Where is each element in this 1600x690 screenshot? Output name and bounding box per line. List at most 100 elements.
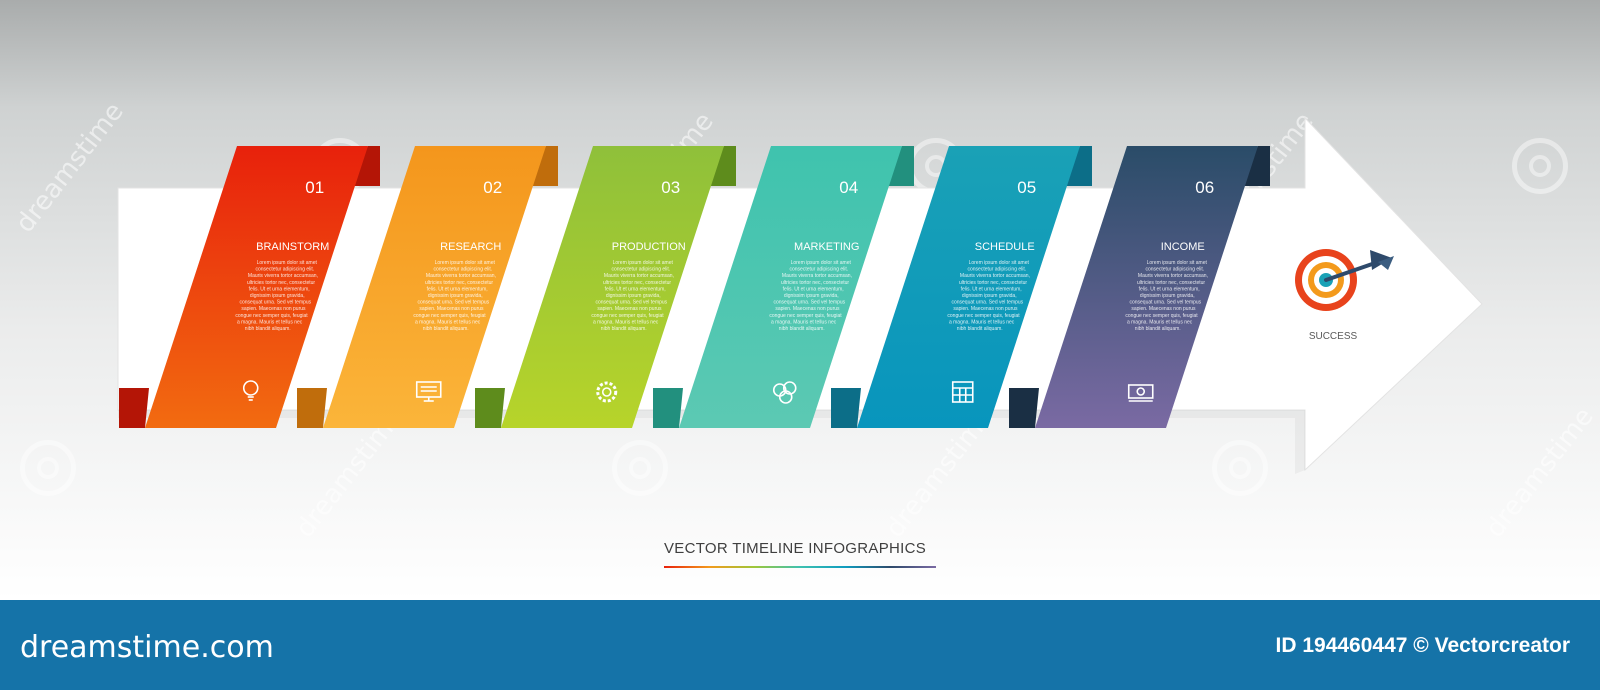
brand-logo: dreamstime.com [20, 630, 274, 665]
step-description-line: ultricies tortor nec, consectetur [603, 280, 671, 286]
step-number: 05 [1017, 178, 1036, 197]
step-description-line: Lorem ipsum dolor sit amet [969, 260, 1030, 266]
step-fold-bottom [1009, 388, 1039, 428]
step-fold-bottom [119, 388, 149, 428]
step-panel [1035, 146, 1258, 428]
step-description-line: consequat urna. Sed vel tempus [417, 300, 489, 306]
step-number: 03 [661, 178, 680, 197]
step-description-line: Mauris viverra tortor accumsan, [1138, 273, 1208, 279]
step-description-line: felis. Ut et urna elementum, [1139, 286, 1200, 292]
step-description-line: Mauris viverra tortor accumsan, [960, 273, 1030, 279]
step-description-line: dignissim ipsum gravida, [1140, 293, 1195, 299]
step-description-line: ultricies tortor nec, consectetur [781, 280, 849, 286]
step-description-line: Mauris viverra tortor accumsan, [248, 273, 318, 279]
step-description-line: consectetur adipiscing elit. [1146, 267, 1205, 273]
step-description-line: congue nec semper quis, feugiat [591, 313, 664, 319]
step-description-line: congue nec semper quis, feugiat [769, 313, 842, 319]
step-fold-bottom [653, 388, 683, 428]
step-description-line: ultricies tortor nec, consectetur [425, 280, 493, 286]
money-icon [772, 381, 797, 404]
step-description-line: Mauris viverra tortor accumsan, [604, 273, 674, 279]
step-panel [857, 146, 1080, 428]
success-label: SUCCESS [1309, 331, 1358, 342]
step-description-line: consectetur adipiscing elit. [612, 267, 671, 273]
step-description-line: consectetur adipiscing elit. [968, 267, 1027, 273]
step-fold-bottom [297, 388, 327, 428]
step-description-line: congue nec semper quis, feugiat [235, 313, 308, 319]
step-description-line: sapien. Maecenas non purus [597, 306, 662, 312]
step-title: PRODUCTION [612, 241, 686, 253]
step-description-line: nibh blandit aliquam. [245, 326, 291, 332]
gear-icon [596, 381, 618, 403]
step-description-line: Mauris viverra tortor accumsan, [782, 273, 852, 279]
step-title: RESEARCH [440, 241, 501, 253]
step-description-line: consequat urna. Sed vel tempus [239, 300, 311, 306]
step-description-line: Lorem ipsum dolor sit amet [435, 260, 496, 266]
watermark-banner: dreamstime.com ID 194460447 © Vectorcrea… [0, 600, 1600, 690]
step-description-line: consectetur adipiscing elit. [256, 267, 315, 273]
watermark-spiral-icon [1212, 440, 1268, 496]
step-title: INCOME [1161, 241, 1205, 253]
step-title: MARKETING [794, 241, 859, 253]
success-target: SUCCESS [1295, 249, 1394, 342]
step-description-line: felis. Ut et urna elementum, [783, 286, 844, 292]
step-description-line: felis. Ut et urna elementum, [249, 286, 310, 292]
step-description-line: dignissim ipsum gravida, [250, 293, 305, 299]
step-description-line: nibh blandit aliquam. [423, 326, 469, 332]
step-description-line: sapien. Maecenas non purus [419, 306, 484, 312]
step-description-line: consequat urna. Sed vel tempus [951, 300, 1023, 306]
step-panel [679, 146, 902, 428]
step-description-line: consectetur adipiscing elit. [434, 267, 493, 273]
step-description-line: Lorem ipsum dolor sit amet [257, 260, 318, 266]
step-description-line: ultricies tortor nec, consectetur [959, 280, 1027, 286]
target-dart-icon [1295, 249, 1394, 311]
step-description-line: congue nec semper quis, feugiat [1125, 313, 1198, 319]
step-description-line: sapien. Maecenas non purus [953, 306, 1018, 312]
step-fold-bottom [831, 388, 861, 428]
step-description-line: ultricies tortor nec, consectetur [247, 280, 315, 286]
cash-icon [1127, 384, 1154, 402]
monitor-icon [415, 381, 442, 402]
title-underline [664, 566, 936, 568]
step-description-line: ultricies tortor nec, consectetur [1137, 280, 1205, 286]
step-panel [145, 146, 368, 428]
lightbulb-icon [242, 380, 259, 401]
step-description-line: a magna. Mauris et tellus nec [415, 319, 481, 325]
infographic-title: VECTOR TIMELINE INFOGRAPHICS [664, 540, 927, 557]
step-title: BRAINSTORM [256, 241, 329, 253]
watermark-spiral-icon [612, 440, 668, 496]
step-description-line: nibh blandit aliquam. [779, 326, 825, 332]
step-description-line: consequat urna. Sed vel tempus [1129, 300, 1201, 306]
step-title: SCHEDULE [975, 241, 1035, 253]
step-description-line: felis. Ut et urna elementum, [427, 286, 488, 292]
step-panel [501, 146, 724, 428]
step-description-line: dignissim ipsum gravida, [606, 293, 661, 299]
infographic-canvas: dreamstime dreamstime dreamstime dreamst… [0, 0, 1600, 600]
step-description-line: Lorem ipsum dolor sit amet [1147, 260, 1208, 266]
step-panel [323, 146, 546, 428]
step-description-line: nibh blandit aliquam. [1135, 326, 1181, 332]
watermark-spiral-icon [20, 440, 76, 496]
step-description-line: consectetur adipiscing elit. [790, 267, 849, 273]
step-number: 06 [1195, 178, 1214, 197]
step-description-line: sapien. Maecenas non purus [775, 306, 840, 312]
step-description-line: Lorem ipsum dolor sit amet [791, 260, 852, 266]
step-description-line: congue nec semper quis, feugiat [413, 313, 486, 319]
image-id: ID 194460447 © Vectorcreator [1275, 634, 1571, 657]
step-description-line: Mauris viverra tortor accumsan, [426, 273, 496, 279]
step-description-line: congue nec semper quis, feugiat [947, 313, 1020, 319]
step-description-line: sapien. Maecenas non purus [241, 306, 306, 312]
step-description-line: sapien. Maecenas non purus [1131, 306, 1196, 312]
step-description-line: nibh blandit aliquam. [601, 326, 647, 332]
step-description-line: consequat urna. Sed vel tempus [773, 300, 845, 306]
step-description-line: consequat urna. Sed vel tempus [595, 300, 667, 306]
step-description-line: a magna. Mauris et tellus nec [771, 319, 837, 325]
step-number: 01 [305, 178, 324, 197]
step-description-line: a magna. Mauris et tellus nec [1127, 319, 1193, 325]
step-description-line: dignissim ipsum gravida, [784, 293, 839, 299]
step-description-line: dignissim ipsum gravida, [962, 293, 1017, 299]
